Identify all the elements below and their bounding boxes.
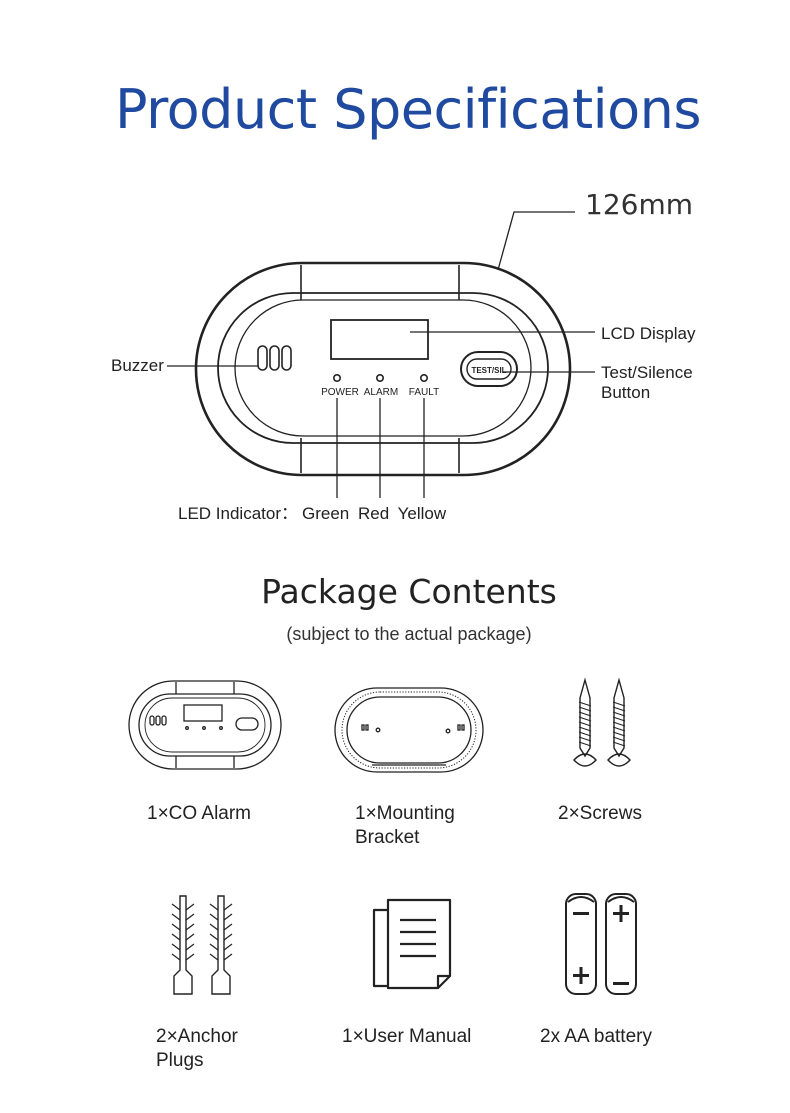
item-user-manual-label: 1×User Manual	[342, 1026, 472, 1047]
package-contents-subtitle: (subject to the actual package)	[286, 624, 532, 644]
package-contents-title: Package Contents	[261, 572, 557, 611]
led-red-label: Red	[357, 504, 390, 523]
fault-led-label: FAULT	[409, 387, 439, 398]
page-title: Product Specifications	[115, 78, 702, 141]
test-silence-callout: Test/Silence Button	[601, 363, 693, 403]
led-indicator-legend: LED Indicator：Green Red Yellow	[178, 499, 450, 524]
buzzer-callout: Buzzer	[111, 356, 164, 375]
item-aa-battery-label: 2x AA battery	[540, 1026, 652, 1047]
alarm-led-label: ALARM	[364, 387, 398, 398]
item-screws-label: 2×Screws	[558, 803, 642, 824]
co-alarm-icon	[128, 680, 282, 770]
test-silence-line1: Test/Silence	[601, 363, 693, 382]
power-led-label: POWER	[321, 387, 359, 398]
co-alarm-diagram: TEST/SIL POWER ALARM FAULT	[167, 211, 595, 498]
lcd-display-callout: LCD Display	[601, 324, 696, 343]
screws-icon	[573, 677, 631, 767]
anchor-plugs-icon	[171, 895, 233, 995]
led-green-label: Green	[302, 504, 350, 523]
led-indicator-label: LED Indicator：	[178, 504, 298, 523]
user-manual-icon	[372, 898, 452, 990]
dimension-label: 126mm	[585, 188, 693, 221]
test-silence-line2: Button	[601, 383, 651, 402]
aa-battery-icon	[565, 893, 637, 995]
item-anchor-plugs-label: 2×Anchor Plugs	[156, 1026, 238, 1071]
item-co-alarm-label: 1×CO Alarm	[147, 803, 252, 824]
item-mounting-bracket-label: 1×Mounting Bracket	[355, 803, 455, 848]
led-yellow-label: Yellow	[397, 504, 447, 523]
mounting-bracket-icon	[334, 687, 484, 773]
test-button-label: TEST/SIL	[471, 366, 506, 375]
